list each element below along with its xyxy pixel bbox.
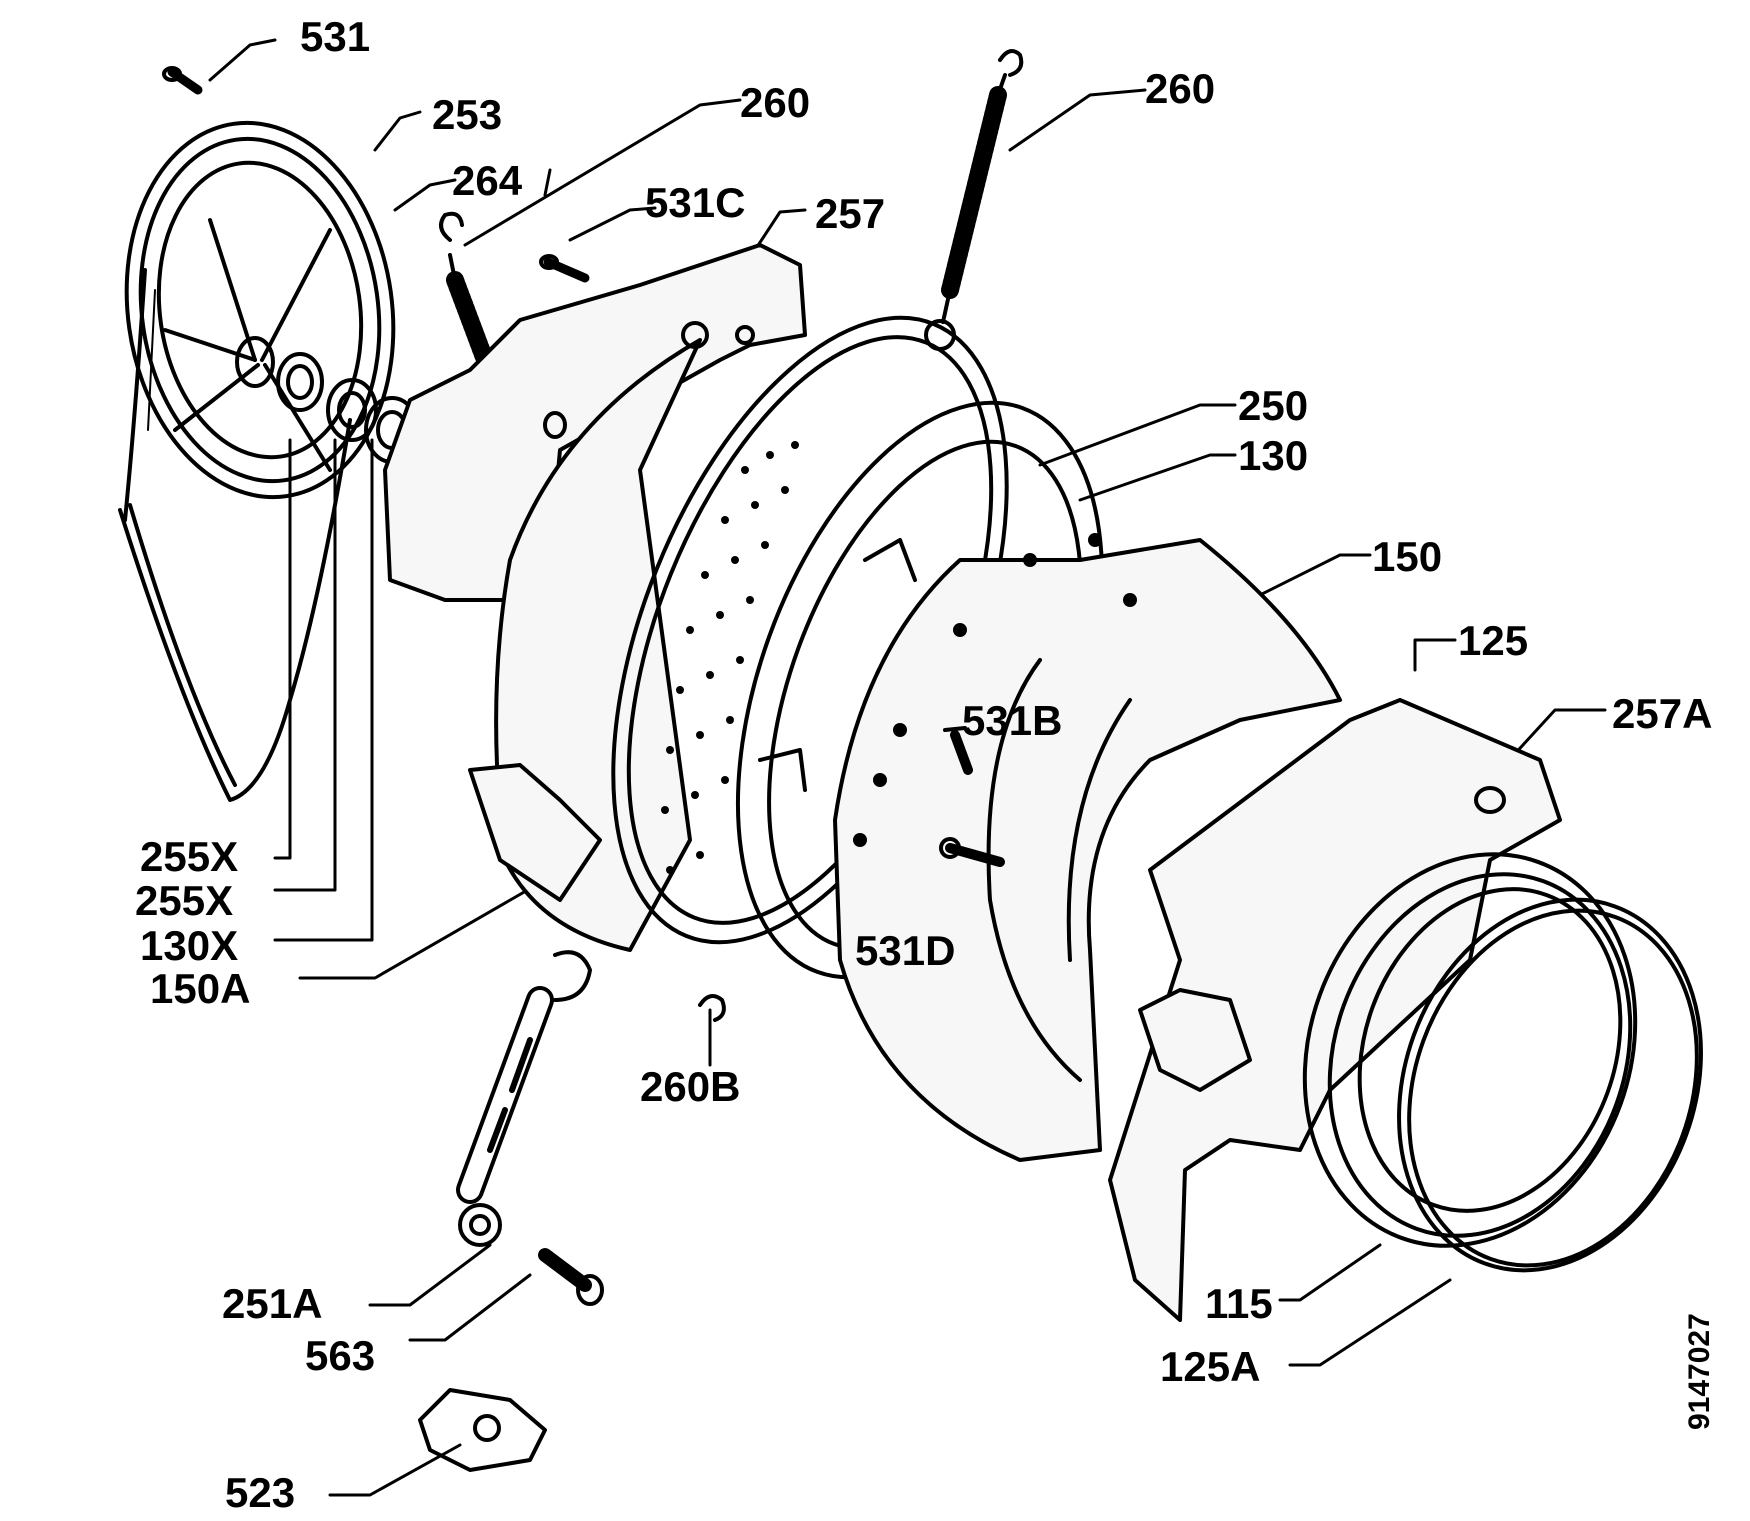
drive-belt-264: [118, 268, 352, 802]
label-523: 523: [225, 1469, 296, 1516]
screw-531: [162, 66, 203, 95]
label-150: 150: [1372, 533, 1443, 580]
label-115: 115: [1205, 1280, 1273, 1327]
label-260-top-right: 260: [1145, 65, 1216, 112]
front-tub-150: [833, 533, 1342, 1162]
label-255x-1: 255X: [140, 833, 239, 880]
label-253: 253: [432, 91, 503, 138]
label-257: 257: [815, 190, 886, 237]
label-531d: 531D: [855, 927, 956, 974]
screw-531c: [539, 254, 590, 283]
label-130x: 130X: [140, 922, 239, 969]
label-125a: 125A: [1160, 1343, 1261, 1390]
label-531: 531: [300, 13, 371, 60]
screw-531d: [939, 837, 1005, 867]
spring-260-right: [924, 49, 1024, 351]
label-563: 563: [305, 1332, 376, 1379]
rear-tub-257: [383, 243, 807, 952]
door-gasket-125: [1302, 852, 1638, 1248]
label-251a: 251A: [222, 1280, 323, 1327]
front-panel-115: [1108, 698, 1562, 1322]
label-130: 130: [1238, 432, 1309, 479]
clip-260b: [698, 994, 726, 1022]
bracket-523: [418, 1388, 547, 1472]
label-260-top-left: 260: [740, 79, 811, 126]
label-125: 125: [1458, 617, 1529, 664]
label-531c: 531C: [645, 179, 746, 226]
label-264: 264: [452, 157, 523, 204]
document-number: 9147027: [1683, 1313, 1716, 1430]
label-531b: 531B: [962, 697, 1063, 744]
label-250: 250: [1238, 382, 1309, 429]
screw-531b: [943, 726, 973, 775]
label-150a: 150A: [150, 965, 251, 1012]
label-260b: 260B: [640, 1063, 741, 1110]
clamp-ring-125a: [1397, 897, 1703, 1273]
shock-absorber-251a: [456, 950, 592, 1247]
label-257a: 257A: [1612, 690, 1713, 737]
bolt-563: [538, 1248, 604, 1306]
pulley-253: [124, 120, 396, 500]
label-255x-2: 255X: [135, 877, 234, 924]
